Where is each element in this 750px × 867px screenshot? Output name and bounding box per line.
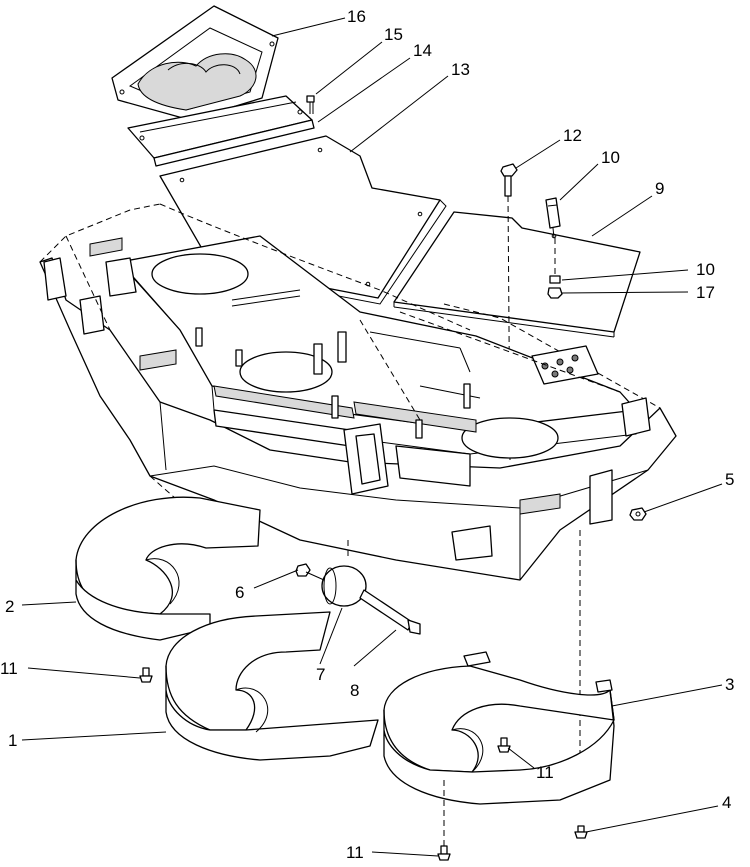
part-14-bracket <box>127 95 315 167</box>
part-17-nut <box>547 287 563 299</box>
part-7-roller <box>305 565 367 607</box>
leader-lines <box>21 17 723 857</box>
callout-10-upper: 10 <box>601 148 620 167</box>
part-4-bolt <box>574 825 588 839</box>
callout-4: 4 <box>722 793 731 812</box>
part-1-baffle <box>165 611 379 761</box>
callout-9: 9 <box>655 179 664 198</box>
mower-deck <box>39 203 677 770</box>
part-2-baffle <box>75 496 261 641</box>
callout-15: 15 <box>384 25 403 44</box>
part-5-nut <box>629 507 647 521</box>
callout-11-bottom: 11 <box>346 843 364 862</box>
callout-1: 1 <box>8 731 17 750</box>
callout-7: 7 <box>316 665 325 684</box>
part-16-cover <box>111 5 279 121</box>
part-11-bolt-a <box>139 667 153 683</box>
callout-2: 2 <box>5 597 14 616</box>
part-11-bolt-b <box>497 737 511 753</box>
callout-labels: 16 15 14 13 12 10 9 10 17 5 6 2 7 8 3 11… <box>0 7 734 862</box>
callout-13: 13 <box>451 60 470 79</box>
callout-5: 5 <box>725 470 734 489</box>
callout-3: 3 <box>725 675 734 694</box>
part-6-nut <box>295 563 311 577</box>
part-10-washer-lower <box>549 238 561 284</box>
callout-17: 17 <box>696 283 715 302</box>
part-3-baffle <box>383 651 615 805</box>
callout-11-left: 11 <box>0 659 18 678</box>
part-10-knob-upper <box>545 197 561 239</box>
callout-8: 8 <box>350 681 359 700</box>
part-8-bolt <box>359 589 421 635</box>
part-9-plate <box>393 211 641 338</box>
callout-10-lower: 10 <box>696 260 715 279</box>
callout-14: 14 <box>413 41 432 60</box>
part-11-bolt-c <box>437 780 451 861</box>
part-15-screw <box>306 95 315 114</box>
callout-11-right: 11 <box>536 763 554 782</box>
callout-6: 6 <box>235 583 244 602</box>
callout-12: 12 <box>563 126 582 145</box>
callout-16: 16 <box>347 7 366 26</box>
